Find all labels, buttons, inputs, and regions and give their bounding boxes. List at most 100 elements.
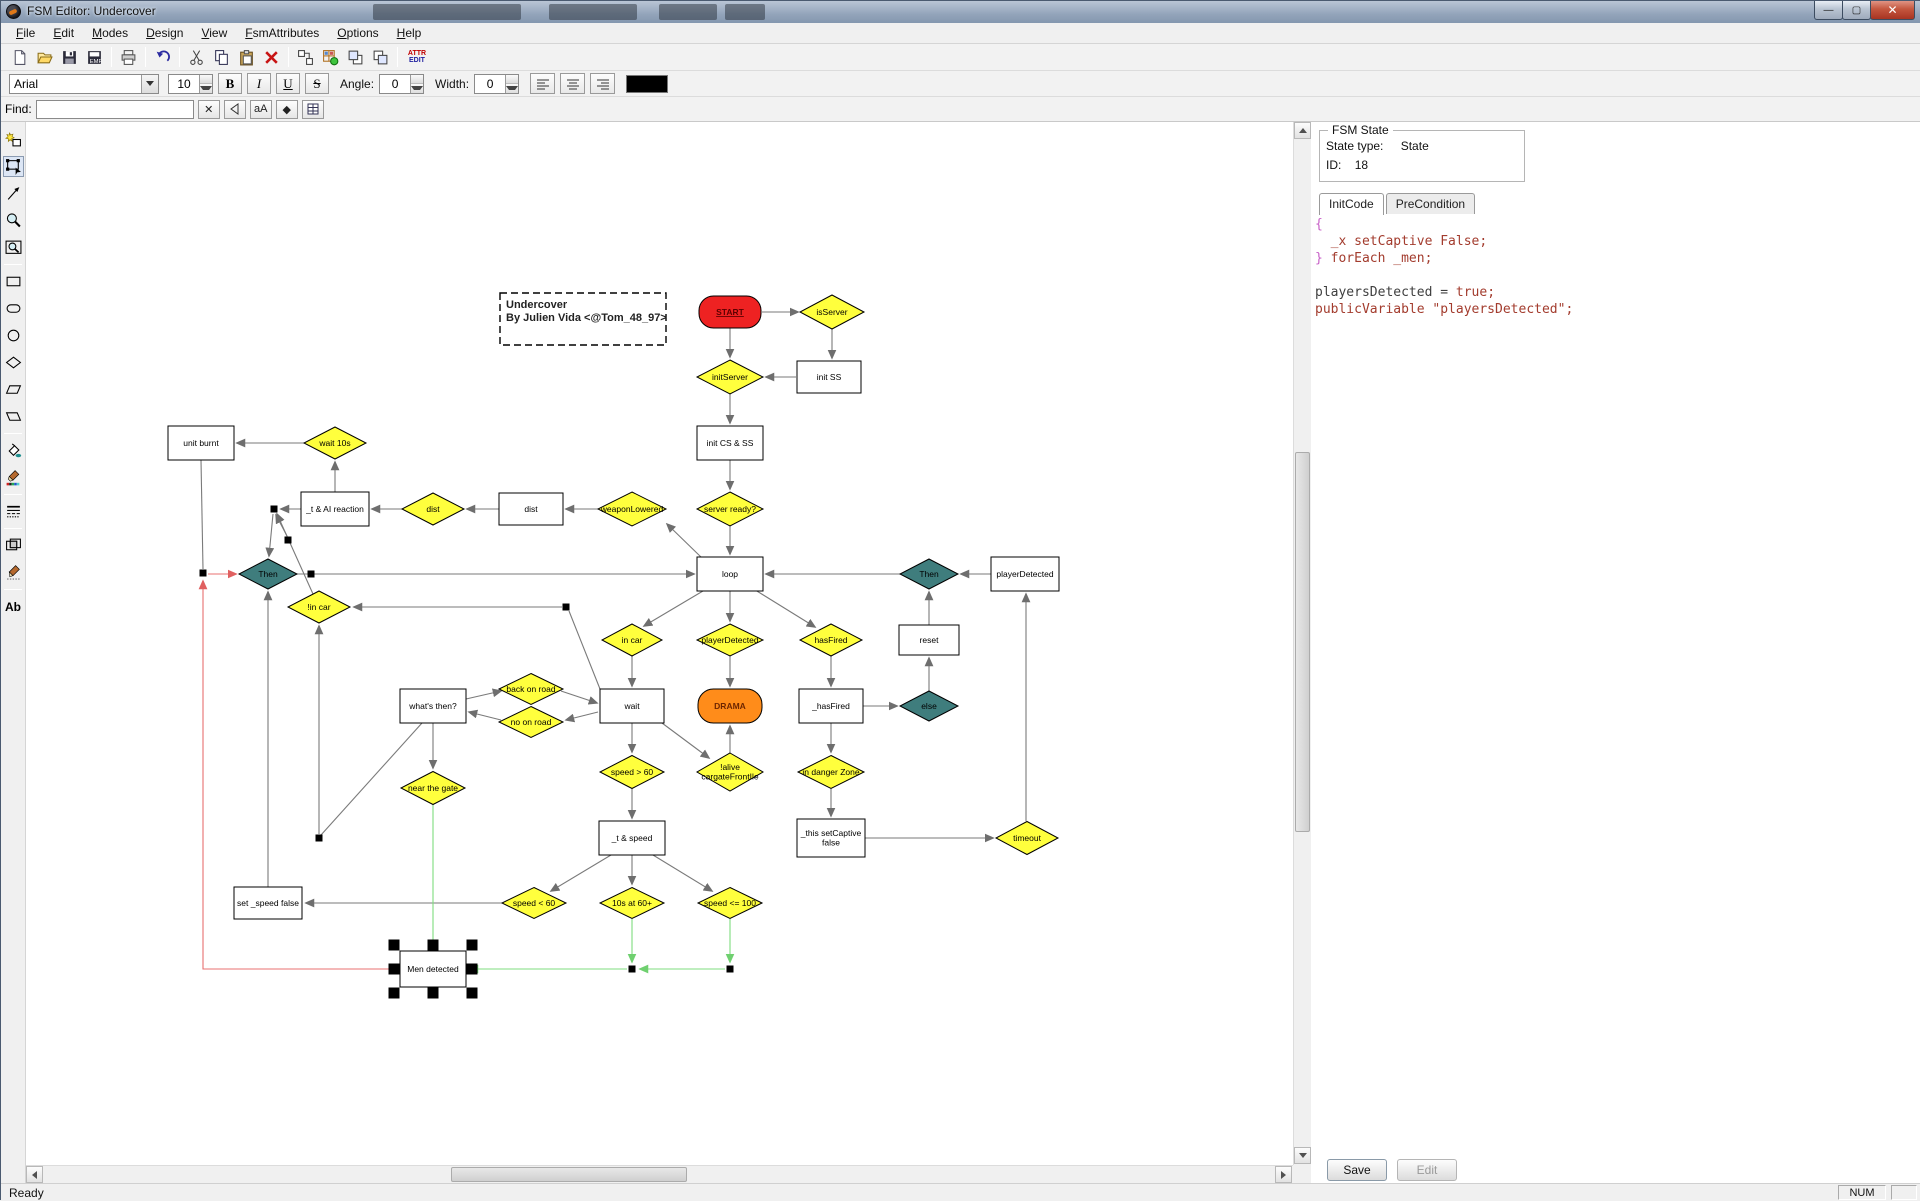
mark-result-button[interactable]: ◆ xyxy=(276,100,298,119)
scroll-left-button[interactable] xyxy=(26,1166,43,1183)
tool-circle-tool[interactable] xyxy=(3,325,24,346)
tool-zoom-region[interactable] xyxy=(3,237,24,258)
menu-edit[interactable]: Edit xyxy=(44,24,83,42)
selection-handle[interactable] xyxy=(428,940,439,951)
vertical-scrollbar[interactable] xyxy=(1293,122,1311,1165)
connector-dot[interactable] xyxy=(727,966,734,973)
edge[interactable] xyxy=(551,855,611,891)
selection-handle[interactable] xyxy=(428,988,439,999)
edge[interactable] xyxy=(469,712,501,720)
tool-linestyle-tool[interactable] xyxy=(3,501,24,522)
edge[interactable] xyxy=(667,524,702,558)
match-case-button[interactable]: aA xyxy=(250,100,272,119)
tool-zoom-tool[interactable] xyxy=(3,210,24,231)
menu-modes[interactable]: Modes xyxy=(83,24,137,42)
selection-handle[interactable] xyxy=(467,964,478,975)
tool-select[interactable] xyxy=(3,156,24,177)
edge[interactable] xyxy=(662,723,709,758)
menu-options[interactable]: Options xyxy=(328,24,387,42)
edge[interactable] xyxy=(566,712,598,720)
spin-up-icon[interactable] xyxy=(411,75,423,85)
edge[interactable] xyxy=(644,588,708,626)
edge[interactable] xyxy=(321,723,422,835)
save-emf-button[interactable]: EMF xyxy=(82,46,107,69)
connector-dot[interactable] xyxy=(316,835,323,842)
tool-line-tool[interactable] xyxy=(3,183,24,204)
horizontal-scrollbar[interactable] xyxy=(26,1165,1293,1183)
save-button[interactable] xyxy=(57,46,82,69)
menu-file[interactable]: File xyxy=(7,24,44,42)
link-nodes-button[interactable] xyxy=(293,46,318,69)
tool-diamond-tool[interactable] xyxy=(3,352,24,373)
edit-button[interactable]: Edit xyxy=(1397,1159,1457,1181)
strikethrough-button[interactable]: S xyxy=(305,73,329,94)
bring-front-button[interactable] xyxy=(343,46,368,69)
tool-rect-tool[interactable] xyxy=(3,271,24,292)
underline-button[interactable]: U xyxy=(276,73,300,94)
edge[interactable] xyxy=(569,611,600,689)
scroll-down-button[interactable] xyxy=(1294,1147,1311,1164)
italic-button[interactable]: I xyxy=(247,73,271,94)
selection-handle[interactable] xyxy=(389,940,400,951)
tool-quad-tool[interactable] xyxy=(3,406,24,427)
menu-help[interactable]: Help xyxy=(388,24,431,42)
tool-frame-tool[interactable] xyxy=(3,535,24,556)
tool-text-tool[interactable]: Ab xyxy=(3,596,24,617)
cut-button[interactable] xyxy=(184,46,209,69)
edge[interactable] xyxy=(201,460,203,569)
save-button[interactable]: Save xyxy=(1327,1159,1387,1181)
tool-brush-tool[interactable] xyxy=(3,467,24,488)
scroll-up-button[interactable] xyxy=(1294,122,1311,139)
edge[interactable] xyxy=(466,691,501,699)
edge[interactable] xyxy=(276,515,287,536)
maximize-button[interactable]: ▢ xyxy=(1842,1,1871,20)
minimize-button[interactable]: — xyxy=(1814,1,1843,20)
results-grid-button[interactable] xyxy=(302,100,324,119)
align-right-button[interactable] xyxy=(590,73,615,94)
connector-dot[interactable] xyxy=(563,604,570,611)
tool-hatch-tool[interactable] xyxy=(3,562,24,583)
edge[interactable] xyxy=(653,855,712,891)
spin-down-icon[interactable] xyxy=(200,84,212,93)
edge[interactable] xyxy=(752,588,815,627)
align-center-button[interactable] xyxy=(560,73,585,94)
edge[interactable] xyxy=(561,691,597,703)
tool-stadium-tool[interactable] xyxy=(3,298,24,319)
close-button[interactable]: ✕ xyxy=(1870,1,1915,20)
tool-parallelogram-tool[interactable] xyxy=(3,379,24,400)
undo-button[interactable] xyxy=(150,46,175,69)
find-previous-button[interactable] xyxy=(224,100,246,119)
menu-view[interactable]: View xyxy=(192,24,236,42)
width-stepper[interactable]: 0 xyxy=(474,74,519,94)
selection-handle[interactable] xyxy=(389,964,400,975)
vertical-scrollbar-thumb[interactable] xyxy=(1295,452,1310,832)
selection-handle[interactable] xyxy=(467,940,478,951)
find-input[interactable] xyxy=(36,100,194,119)
grid-magic-button[interactable] xyxy=(318,46,343,69)
scroll-right-button[interactable] xyxy=(1275,1166,1292,1183)
text-color-swatch[interactable] xyxy=(626,75,668,93)
tool-new-shape[interactable] xyxy=(3,129,24,150)
font-size-stepper[interactable]: 10 xyxy=(168,74,213,94)
horizontal-scrollbar-thumb[interactable] xyxy=(451,1167,687,1182)
selection-handle[interactable] xyxy=(389,988,400,999)
connector-dot[interactable] xyxy=(271,506,278,513)
menu-fsmattributes[interactable]: FsmAttributes xyxy=(236,24,328,42)
delete-button[interactable] xyxy=(259,46,284,69)
find-clear-button[interactable]: ✕ xyxy=(198,100,220,119)
new-file-button[interactable] xyxy=(7,46,32,69)
tab-precondition[interactable]: PreCondition xyxy=(1386,193,1475,214)
spin-down-icon[interactable] xyxy=(411,84,423,93)
tool-fill-tool[interactable] xyxy=(3,440,24,461)
paste-button[interactable] xyxy=(234,46,259,69)
code-editor[interactable]: { _x setCaptive False;} forEach _men; pl… xyxy=(1315,216,1911,1146)
connector-dot[interactable] xyxy=(285,537,292,544)
connector-dot[interactable] xyxy=(200,570,207,577)
tab-initcode[interactable]: InitCode xyxy=(1319,193,1384,215)
bold-button[interactable]: B xyxy=(218,73,242,94)
spin-up-icon[interactable] xyxy=(506,75,518,85)
copy-button[interactable] xyxy=(209,46,234,69)
align-left-button[interactable] xyxy=(530,73,555,94)
